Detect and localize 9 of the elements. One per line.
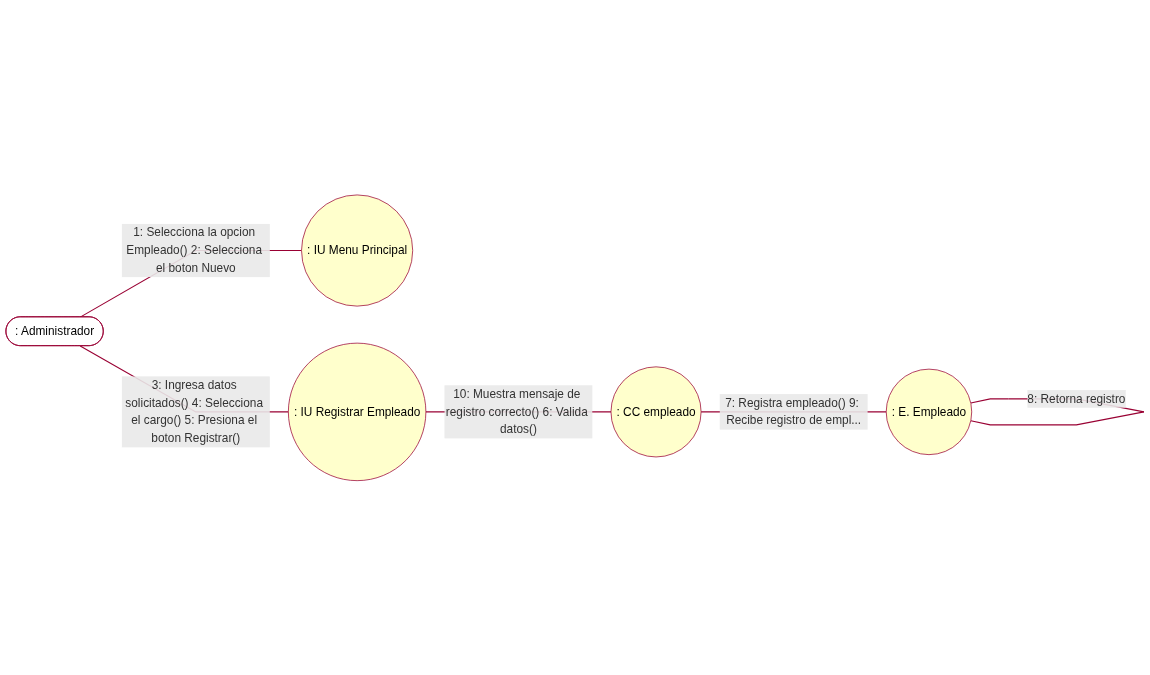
edge-label: 1: Selecciona la opcion Empleado() 2: Selecciona el boton Nuevo xyxy=(126,225,262,274)
edge-label: 7: Registra empleado() 9: Recibe registro de empl... xyxy=(725,396,862,427)
node-circle: : CC empleado xyxy=(610,366,702,458)
edge-label: 8: Retorna registro xyxy=(1027,391,1126,405)
node-circle: : E. Empleado xyxy=(885,368,973,455)
edge-label: 10: Muestra mensaje de registro correcto() 6: Valida datos() xyxy=(445,387,588,436)
node-circle: : IU Registrar Empleado xyxy=(288,342,427,481)
node-circle: : IU Menu Principal xyxy=(301,194,414,307)
edge-label: 3: Ingresa datos solicitados() 4: Selecciona el cargo() 5: Presiona el boton Registrar() xyxy=(125,378,263,445)
